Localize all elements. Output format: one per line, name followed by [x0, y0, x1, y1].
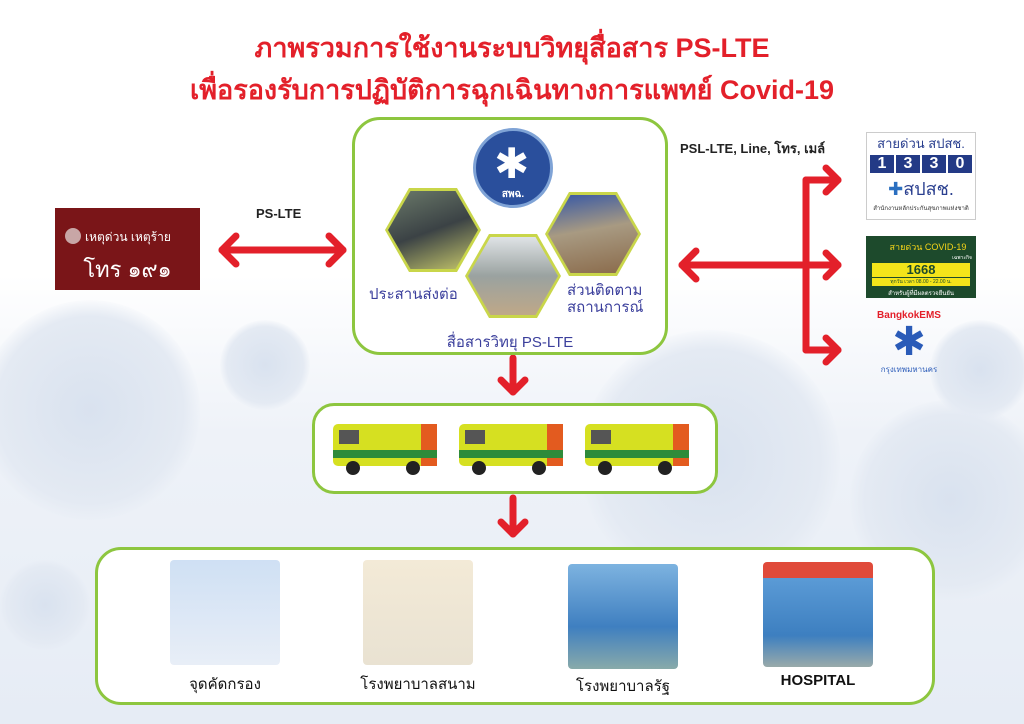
nhso-1330-logo: สายด่วน สปสช. 1 3 3 0 ✚สปสช. สำนักงานหลั…	[866, 132, 976, 220]
down-arrow-2	[497, 494, 529, 538]
covid-tag: เฉพาะกิจ	[952, 255, 972, 261]
covid-1668-logo: สายด่วน COVID-19 เฉพาะกิจ 1668 ทุกวัน เว…	[866, 236, 976, 298]
ems-name: BangkokEMS	[877, 310, 941, 321]
covid-number: 1668	[872, 263, 970, 277]
label-radio: สื่อสารวิทยุ PS-LTE	[446, 334, 574, 351]
logo-191-text: เหตุด่วน เหตุร้าย	[85, 230, 171, 244]
screening-point-image	[170, 560, 280, 665]
virus-decoration	[0, 300, 200, 520]
ambulance-image	[581, 420, 693, 478]
left-double-arrow	[218, 232, 347, 268]
title-line-2: เพื่อรองรับการปฏิบัติการฉุกเฉินทางการแพท…	[189, 75, 835, 105]
label-monitoring: ส่วนติดตาม สถานการณ์	[567, 282, 644, 316]
ambulance-image	[329, 420, 441, 478]
police-191-logo: เหตุด่วน เหตุร้าย โทร ๑๙๑	[55, 208, 200, 290]
ps-lte-label: PS-LTE	[256, 206, 302, 221]
multi-channel-label: PSL-LTE, Line, โทร, เมล์	[680, 141, 826, 156]
star-of-life-icon: ✱	[494, 140, 530, 187]
destination-label-field-hospital: โรงพยาบาลสนาม	[360, 676, 476, 693]
virus-decoration	[930, 320, 1024, 420]
destination-label-public-hospital: โรงพยาบาลรัฐ	[575, 678, 670, 695]
niems-logo-text: สพฉ.	[501, 189, 525, 200]
nhso-digit: 3	[896, 155, 920, 173]
right-branch-arrow	[678, 164, 842, 366]
nhso-subtitle: สำนักงานหลักประกันสุขภาพแห่งชาติ	[873, 206, 969, 212]
title-line-1: ภาพรวมการใช้งานระบบวิทยุสื่อสาร PS-LTE	[254, 33, 770, 63]
photo-coordination	[385, 188, 481, 272]
down-arrow-1	[497, 354, 529, 396]
ems-subtitle: กรุงเทพมหานคร	[880, 365, 938, 374]
nhso-digit: 1	[870, 155, 894, 173]
bangkok-ems-logo: BangkokEMS ✱ กรุงเทพมหานคร	[866, 310, 952, 390]
photo-radio-room	[465, 234, 561, 318]
command-center-box: ✱ สพฉ. ประสานส่งต่อ ส่วนติดตาม สถานการณ์…	[352, 117, 668, 355]
destination-label-screening: จุดคัดกรอง	[189, 676, 261, 693]
label-coordination: ประสานส่งต่อ	[369, 286, 458, 303]
virus-decoration	[0, 560, 90, 650]
nhso-name: สปสช.	[903, 179, 954, 199]
covid-header: สายด่วน COVID-19	[889, 242, 967, 252]
nhso-header: สายด่วน สปสช.	[877, 136, 965, 151]
nhso-digit: 3	[922, 155, 946, 173]
police-emblem-icon	[65, 228, 81, 244]
destinations-box: จุดคัดกรอง โรงพยาบาลสนาม โรงพยาบาลรัฐ HO…	[95, 547, 935, 705]
ambulance-image	[455, 420, 567, 478]
niems-logo: ✱ สพฉ.	[473, 128, 553, 208]
field-hospital-image	[363, 560, 473, 665]
photo-monitoring	[545, 192, 641, 276]
covid-hours: ทุกวัน เวลา 08.00 - 22.00 น.	[872, 278, 970, 286]
star-of-life-icon: ✱	[892, 320, 926, 364]
public-hospital-image	[568, 564, 678, 669]
virus-decoration	[220, 320, 310, 410]
nhso-cross-icon: ✚	[888, 179, 904, 199]
destination-label-hospital: HOSPITAL	[780, 672, 856, 689]
logo-191-number: โทร ๑๙๑	[83, 257, 172, 282]
nhso-digit: 0	[948, 155, 972, 173]
hospital-image	[763, 562, 873, 667]
ambulance-box	[312, 403, 718, 494]
covid-note: สำหรับผู้ที่มีผลตรวจยืนยัน	[888, 291, 954, 297]
